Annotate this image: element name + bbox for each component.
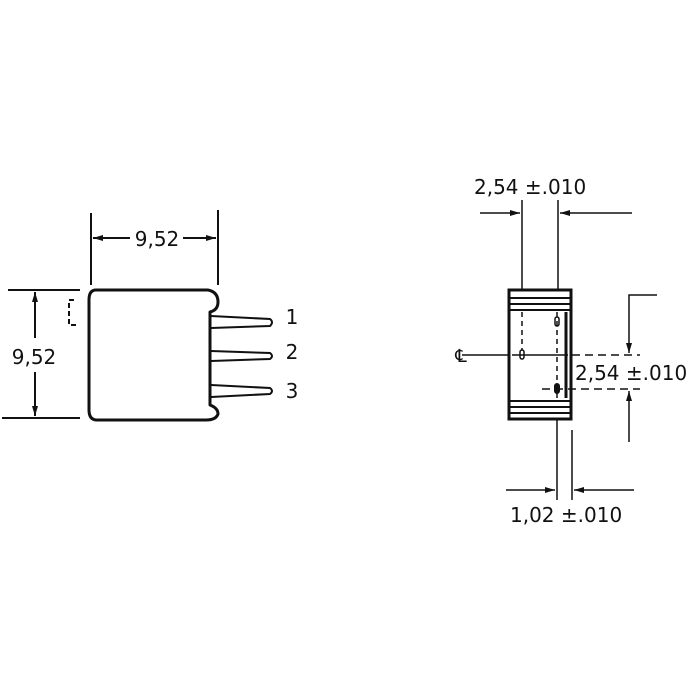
pin-1-label: 1 [286, 305, 299, 329]
adjustment-screw-outline [68, 299, 76, 326]
vertical-spacing-dimension: 2,54 ±.010 [542, 294, 687, 442]
vertical-spacing-label: 2,54 ±.010 [575, 361, 687, 385]
side-view: 2,54 ±.010 [454, 175, 687, 527]
top-spacing-label: 2,54 ±.010 [474, 175, 586, 199]
pin-2 [210, 350, 273, 362]
centerline-symbol: ℄ [454, 346, 467, 367]
pin-end-top [554, 316, 560, 327]
side-body [507, 288, 573, 500]
pin-offset-dimension: 1,02 ±.010 [506, 430, 634, 527]
pin-1 [210, 315, 273, 329]
pin-2-label: 2 [286, 340, 299, 364]
width-dimension: 9,52 [90, 210, 219, 285]
component-body [87, 288, 220, 422]
height-dimension: 9,52 [2, 289, 80, 419]
top-spacing-dimension: 2,54 ±.010 [474, 175, 632, 290]
pin-offset-label: 1,02 ±.010 [510, 503, 622, 527]
front-view: 9,52 9,52 1 2 3 [2, 210, 299, 422]
pin-3 [210, 384, 273, 398]
height-dim-label: 9,52 [12, 345, 57, 369]
width-dim-label: 9,52 [135, 227, 180, 251]
pin-3-label: 3 [286, 379, 299, 403]
centerline: ℄ [454, 346, 640, 367]
pins [210, 315, 273, 398]
